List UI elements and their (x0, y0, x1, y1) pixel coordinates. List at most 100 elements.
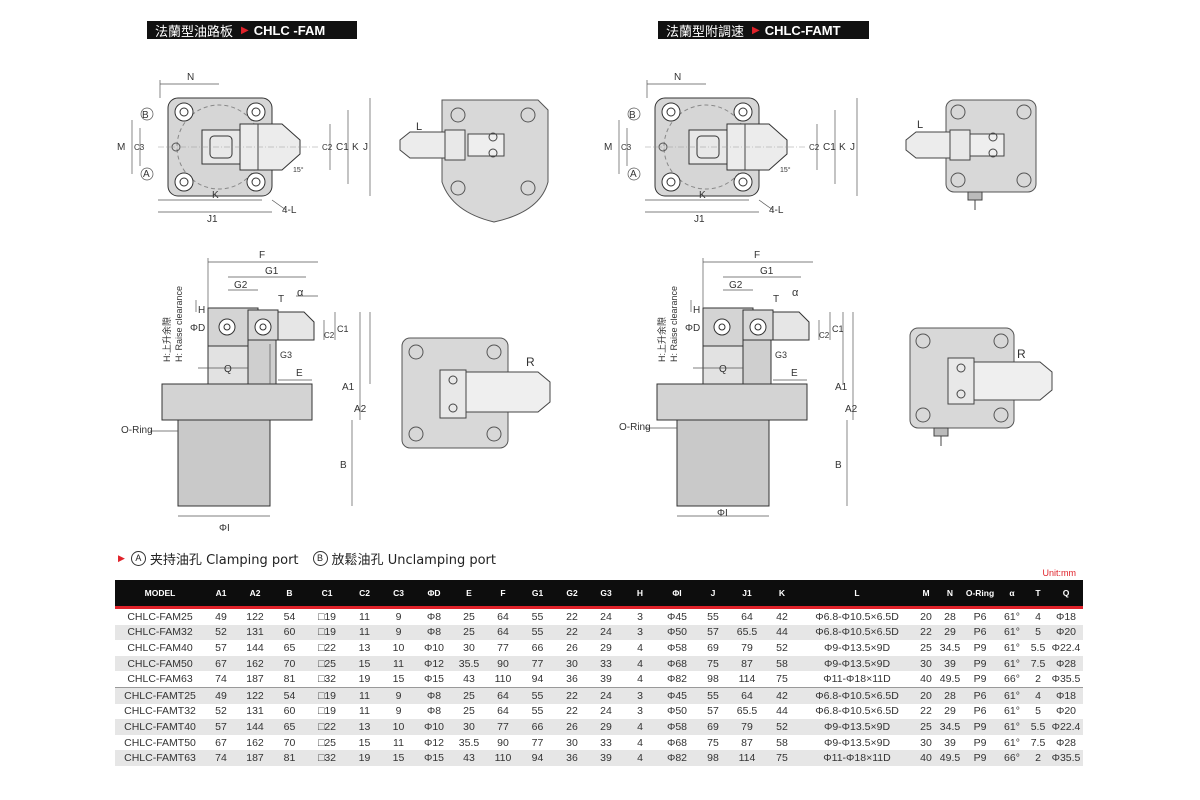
table-cell: 4 (623, 719, 657, 735)
label-d: ΦD (685, 323, 700, 334)
table-cell: Φ18 (1049, 607, 1083, 625)
header-cell: J (697, 580, 729, 609)
label-raise-cn: H:上升余隙 (656, 317, 667, 362)
table-cell: 60 (273, 703, 306, 720)
label-b-dim: B (340, 460, 347, 471)
table-cell: Φ20 (1049, 703, 1083, 720)
table-cell: Φ50 (657, 624, 697, 641)
table-cell: 30 (915, 734, 937, 751)
table-cell: Φ8 (416, 607, 452, 625)
table-cell: 7.5 (1027, 655, 1049, 672)
table-cell: 9 (381, 687, 416, 704)
model-cell: CHLC-FAM25 (115, 607, 205, 625)
table-cell: 61° (997, 640, 1027, 656)
table-cell: 33 (589, 655, 623, 672)
table-cell: 9 (381, 624, 416, 641)
table-cell: Φ68 (657, 655, 697, 672)
port-b-mark: B (312, 551, 328, 566)
table-cell: 5.5 (1027, 719, 1049, 735)
table-cell: Φ6.8-Φ10.5×6.5D (799, 703, 915, 720)
table-cell: Φ22.4 (1049, 640, 1083, 656)
table-cell: 55 (697, 687, 729, 704)
table-cell: 39 (937, 734, 963, 751)
table-cell: 81 (273, 750, 306, 766)
table-cell: 11 (348, 607, 381, 625)
table-cell: 2 (1027, 750, 1049, 766)
table-cell: 4 (623, 734, 657, 751)
table-cell: 30 (555, 655, 589, 672)
table-cell: 39 (589, 750, 623, 766)
label-r-famt: R (1017, 347, 1026, 361)
header-cell: T (1027, 580, 1049, 609)
table-cell: 57 (205, 640, 237, 656)
label-a1: A1 (835, 382, 848, 393)
table-cell: 34.5 (937, 640, 963, 656)
table-cell: 42 (765, 607, 799, 625)
table-cell: 114 (729, 750, 765, 766)
table-cell: 35.5 (452, 734, 486, 751)
title-fam: 法蘭型油路板 ▶ CHLC -FAM (147, 21, 357, 40)
label-i: ΦI (219, 523, 230, 534)
table-cell: 70 (273, 655, 306, 672)
table-cell: 64 (486, 703, 520, 720)
table-cell: Φ6.8-Φ10.5×6.5D (799, 607, 915, 625)
table-cell: 25 (915, 719, 937, 735)
fam-top-view (158, 97, 320, 197)
table-cell: 66 (520, 719, 555, 735)
header-cell: G2 (555, 580, 589, 609)
table-cell: 4 (1027, 607, 1049, 625)
table-cell: P9 (963, 671, 997, 688)
famt-bottom-view (909, 327, 1053, 446)
table-cell: 24 (589, 703, 623, 720)
table-cell: Φ9-Φ13.5×9D (799, 655, 915, 672)
fam-bottom-view (401, 337, 551, 449)
header-cell: ΦI (657, 580, 697, 609)
table-cell: 69 (697, 719, 729, 735)
table-cell: P9 (963, 640, 997, 656)
port-legend: ▶ A 夹持油孔 Clamping port B 放鬆油孔 Unclamping… (118, 549, 510, 568)
label-m: M (604, 142, 612, 153)
table-cell: 65.5 (729, 703, 765, 720)
table-cell: 65 (273, 640, 306, 656)
label-raise-en: H: Raise clearance (669, 286, 679, 362)
label-g2: G2 (729, 280, 743, 291)
header-cell: C3 (381, 580, 416, 609)
model-cell: CHLC-FAMT25 (115, 687, 205, 704)
table-cell: 22 (555, 687, 589, 704)
table-cell: □32 (306, 750, 348, 766)
header-cell: α (997, 580, 1027, 609)
table-cell: 110 (486, 671, 520, 688)
title-arrow-icon: ▶ (752, 24, 760, 36)
table-cell: P9 (963, 734, 997, 751)
table-cell: 54 (273, 687, 306, 704)
table-cell: Φ11-Φ18×11D (799, 671, 915, 688)
table-cell: 61° (997, 655, 1027, 672)
title-famt: 法蘭型附調速 ▶ CHLC-FAMT (658, 21, 869, 40)
table-cell: 43 (452, 750, 486, 766)
table-cell: 81 (273, 671, 306, 688)
table-cell: 30 (915, 655, 937, 672)
table-cell: 187 (237, 671, 273, 688)
table-cell: Φ58 (657, 719, 697, 735)
table-cell: 122 (237, 607, 273, 625)
label-c1: C1 (336, 142, 349, 153)
table-cell: □32 (306, 671, 348, 688)
fam-front-labels: F G1 G2 T α H ΦD Q G3 E C2 C1 A1 A2 O-Ri… (121, 250, 367, 534)
table-cell: 3 (623, 607, 657, 625)
table-cell: P6 (963, 703, 997, 720)
label-q: Q (719, 364, 727, 375)
table-cell: 90 (486, 734, 520, 751)
table-cell: 26 (555, 640, 589, 656)
table-cell: 26 (555, 719, 589, 735)
table-cell: 64 (486, 607, 520, 625)
port-a-mark: A (130, 551, 146, 566)
table-cell: 11 (381, 734, 416, 751)
table-cell: 64 (486, 687, 520, 704)
header-cell: E (452, 580, 486, 609)
table-cell: 25 (915, 640, 937, 656)
table-cell: 22 (555, 607, 589, 625)
